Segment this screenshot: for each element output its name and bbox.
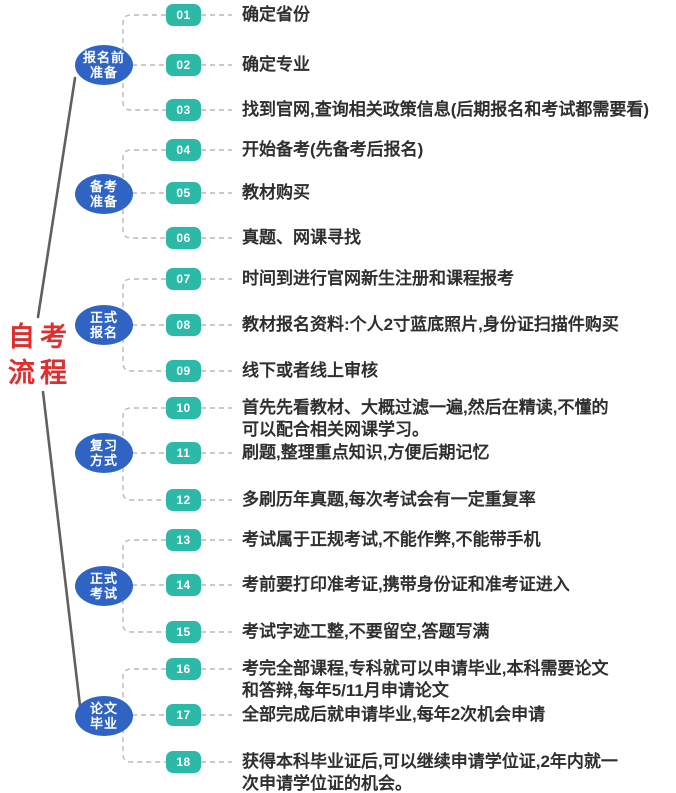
step-text-13: 考试属于正规考试,不能作弊,不能带手机 [242, 529, 668, 551]
main-title: 自考 流程 [6, 319, 74, 391]
step-number-13: 13 [166, 529, 201, 551]
step-text-12: 多刷历年真题,每次考试会有一定重复率 [242, 489, 668, 511]
step-text-14: 考前要打印准考证,携带身份证和准考证进入 [242, 574, 668, 596]
step-number-06: 06 [166, 227, 201, 249]
stage-label: 准备 [89, 65, 118, 80]
step-number-02: 02 [166, 54, 201, 76]
step-number-15: 15 [166, 621, 201, 643]
step-text-06: 真题、网课寻找 [242, 227, 668, 249]
step-text-line: 全部完成后就申请毕业,每年2次机会申请 [242, 705, 546, 724]
step-text-line: 教材购买 [242, 183, 310, 202]
stage-ellipse-review-method: 复习 方式 [75, 433, 133, 473]
stage-ellipse-formal-exam: 正式 考试 [75, 566, 133, 606]
stage-mid-lines [123, 64, 166, 716]
step-text-line: 考前要打印准考证,携带身份证和准考证进入 [242, 575, 570, 594]
step-text-line: 多刷历年真题,每次考试会有一定重复率 [242, 490, 536, 509]
step-text-line: 考完全部课程,专科就可以申请毕业,本科需要论文 [242, 659, 609, 678]
stage-label: 备考 [89, 179, 118, 194]
step-text-17: 全部完成后就申请毕业,每年2次机会申请 [242, 704, 668, 726]
step-number-05: 05 [166, 182, 201, 204]
step-number-17: 17 [166, 704, 201, 726]
step-number-18: 18 [166, 751, 201, 773]
step-text-15: 考试字迹工整,不要留空,答题写满 [242, 621, 668, 643]
step-text-line: 可以配合相关网课学习。 [242, 420, 429, 439]
stage-ellipse-pre-registration: 报名前 准备 [75, 45, 133, 85]
step-number-11: 11 [166, 442, 201, 464]
step-text-line: 时间到进行官网新生注册和课程报考 [242, 269, 514, 288]
stage-ellipse-formal-registration: 正式 报名 [75, 305, 133, 345]
step-number-16: 16 [166, 658, 201, 680]
stage-label: 报名前 [82, 50, 125, 65]
stage-label: 论文 [89, 701, 118, 716]
step-text-03: 找到官网,查询相关政策信息(后期报名和考试都需要看) [242, 99, 668, 121]
step-text-line: 首先先看教材、大概过滤一遍,然后在精读,不懂的 [242, 398, 609, 417]
bracket-lines [122, 14, 166, 763]
step-number-10: 10 [166, 397, 201, 419]
step-text-07: 时间到进行官网新生注册和课程报考 [242, 268, 668, 290]
step-number-04: 04 [166, 139, 201, 161]
stage-ellipse-thesis-graduation: 论文 毕业 [75, 696, 133, 736]
stage-ellipse-exam-prep: 备考 准备 [75, 174, 133, 214]
step-number-03: 03 [166, 99, 201, 121]
step-text-line: 考试字迹工整,不要留空,答题写满 [242, 622, 490, 641]
step-text-line: 确定专业 [242, 55, 310, 74]
step-number-12: 12 [166, 489, 201, 511]
trunk-line-top [36, 76, 77, 319]
main-title-line1: 自考 [8, 322, 72, 352]
step-text-line: 找到官网,查询相关政策信息(后期报名和考试都需要看) [242, 100, 650, 119]
step-text-02: 确定专业 [242, 54, 668, 76]
step-number-07: 07 [166, 268, 201, 290]
step-number-09: 09 [166, 360, 201, 382]
step-text-line: 刷题,整理重点知识,方便后期记忆 [242, 443, 490, 462]
stage-label: 报名 [89, 325, 118, 340]
main-title-line2: 流程 [8, 358, 72, 388]
stage-label: 方式 [89, 453, 118, 468]
stage-label: 考试 [89, 586, 118, 601]
step-text-line: 线下或者线上审核 [242, 361, 378, 380]
step-number-14: 14 [166, 574, 201, 596]
step-text-line: 教材报名资料:个人2寸蓝底照片,身份证扫描件购买 [242, 315, 619, 334]
step-number-01: 01 [166, 4, 201, 26]
step-text-09: 线下或者线上审核 [242, 360, 668, 382]
step-text-11: 刷题,整理重点知识,方便后期记忆 [242, 442, 668, 464]
step-text-line: 和答辩,每年5/11月申请论文 [242, 681, 449, 700]
step-text-01: 确定省份 [242, 4, 668, 26]
trunk-line-bottom [41, 390, 82, 708]
step-text-18: 获得本科毕业证后,可以继续申请学位证,2年内就一 次申请学位证的机会。 [242, 751, 668, 793]
step-text-10: 首先先看教材、大概过滤一遍,然后在精读,不懂的 可以配合相关网课学习。 [242, 397, 668, 441]
stage-label: 毕业 [89, 716, 118, 731]
box-to-text-lines [201, 14, 232, 763]
step-text-05: 教材购买 [242, 182, 668, 204]
step-text-16: 考完全部课程,专科就可以申请毕业,本科需要论文 和答辩,每年5/11月申请论文 [242, 658, 668, 702]
step-text-line: 获得本科毕业证后,可以继续申请学位证,2年内就一 [242, 752, 618, 771]
step-number-08: 08 [166, 314, 201, 336]
step-text-line: 确定省份 [242, 5, 310, 24]
step-text-08: 教材报名资料:个人2寸蓝底照片,身份证扫描件购买 [242, 314, 668, 336]
stage-label: 复习 [89, 438, 118, 453]
stage-label: 正式 [89, 571, 118, 586]
step-text-line: 次申请学位证的机会。 [242, 774, 412, 793]
step-text-line: 开始备考(先备考后报名) [242, 140, 424, 159]
stage-label: 准备 [89, 194, 118, 209]
step-text-04: 开始备考(先备考后报名) [242, 139, 668, 161]
step-text-line: 真题、网课寻找 [242, 228, 361, 247]
stage-label: 正式 [89, 310, 118, 325]
step-text-line: 考试属于正规考试,不能作弊,不能带手机 [242, 530, 541, 549]
